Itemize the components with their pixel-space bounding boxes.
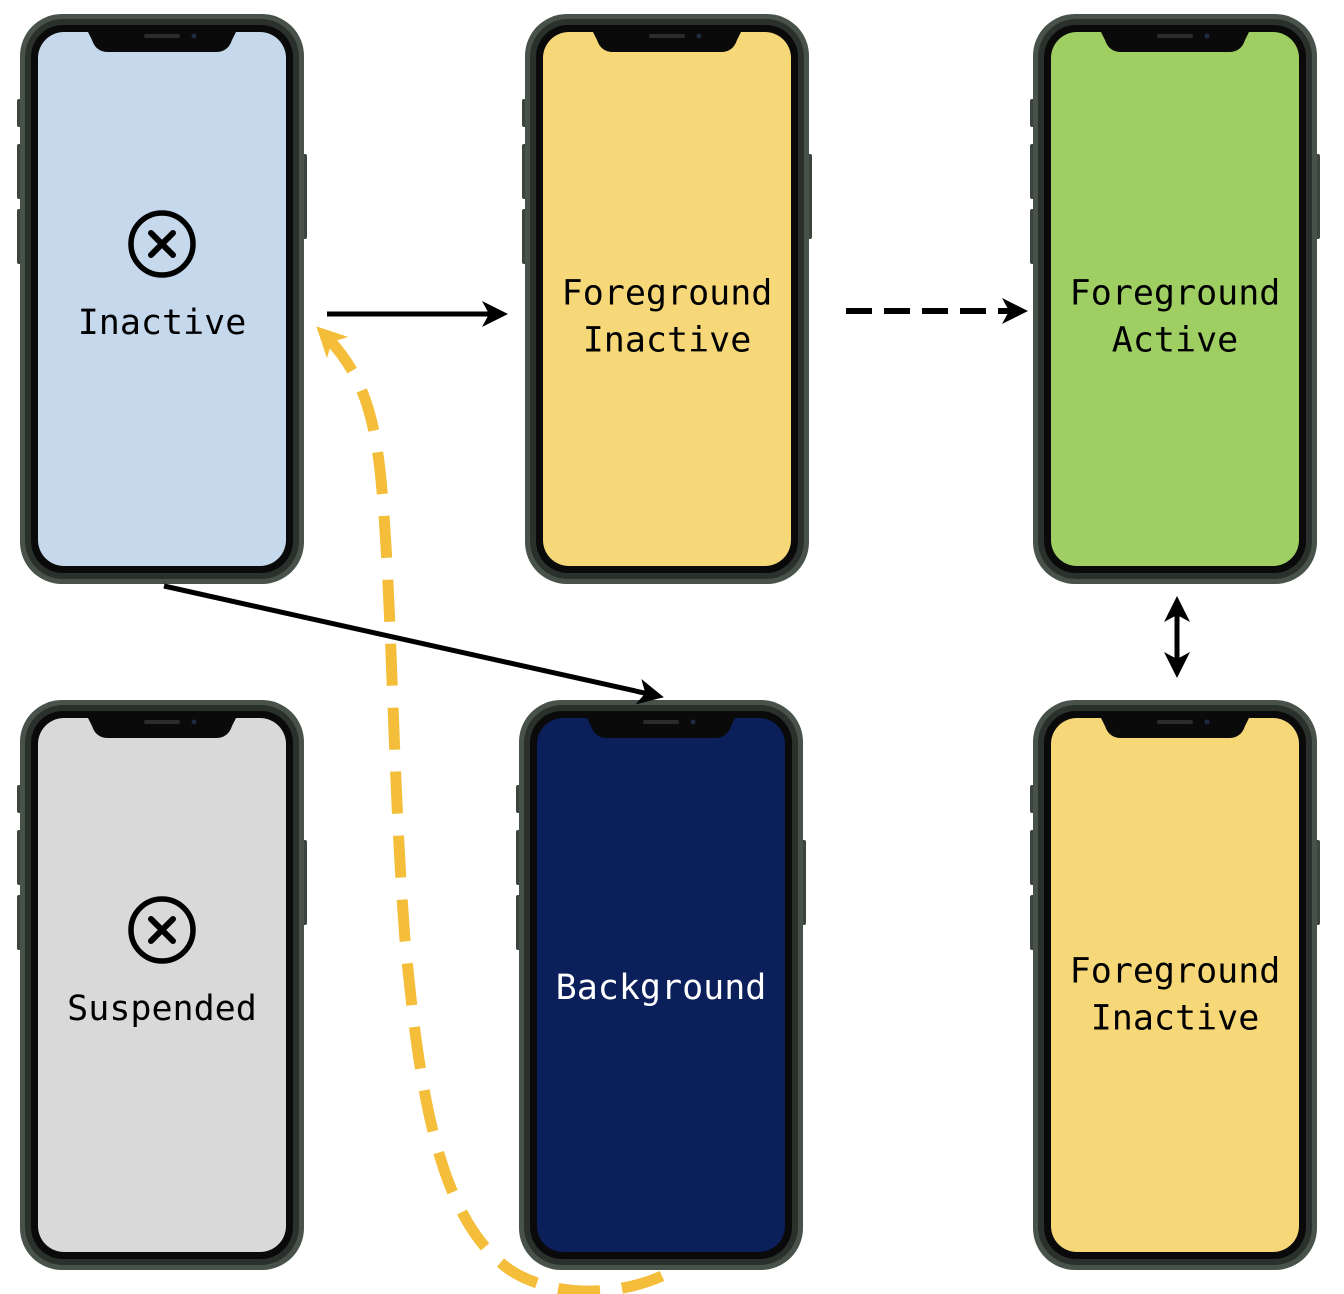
phone-notch (87, 716, 237, 738)
phone-notch (592, 30, 742, 52)
phone-suspended: Suspended (17, 700, 307, 1270)
state-label-line: Inactive (1091, 999, 1260, 1039)
state-label-line: Suspended (67, 989, 257, 1029)
speaker-grille (144, 34, 180, 38)
circle-x-icon (128, 210, 196, 278)
arrow-inactive-to-background (163, 583, 664, 705)
phone-screen (537, 718, 785, 1252)
speaker-grille (643, 720, 679, 724)
front-camera (690, 719, 696, 725)
front-camera (1204, 33, 1210, 39)
phone-notch (87, 30, 237, 52)
state-label-line: Foreground (562, 274, 773, 314)
state-label-line: Inactive (583, 321, 752, 361)
phone-screen (38, 718, 286, 1252)
front-camera (1204, 719, 1210, 725)
state-label-line: Background (556, 968, 767, 1008)
phone-screen (543, 32, 791, 566)
state-label: Background (556, 968, 767, 1008)
phone-notch (1100, 716, 1250, 738)
phone-screen (1051, 718, 1299, 1252)
phone-inactive: Inactive (17, 14, 307, 584)
state-label-line: Active (1112, 321, 1238, 361)
state-label: Suspended (67, 989, 257, 1029)
state-label: Inactive (78, 303, 247, 343)
phone-screen (38, 32, 286, 566)
front-camera (191, 719, 197, 725)
speaker-grille (649, 34, 685, 38)
arrow-background-to-inactive (316, 326, 665, 1294)
speaker-grille (144, 720, 180, 724)
front-camera (696, 33, 702, 39)
phone-notch (1100, 30, 1250, 52)
state-label-line: Foreground (1070, 274, 1281, 314)
state-label-line: Foreground (1070, 952, 1281, 992)
speaker-grille (1157, 34, 1193, 38)
phone-notch (586, 716, 736, 738)
speaker-grille (1157, 720, 1193, 724)
phone-background: Background (516, 700, 806, 1270)
phone-screen (1051, 32, 1299, 566)
front-camera (191, 33, 197, 39)
circle-x-icon (128, 896, 196, 964)
state-label-line: Inactive (78, 303, 247, 343)
